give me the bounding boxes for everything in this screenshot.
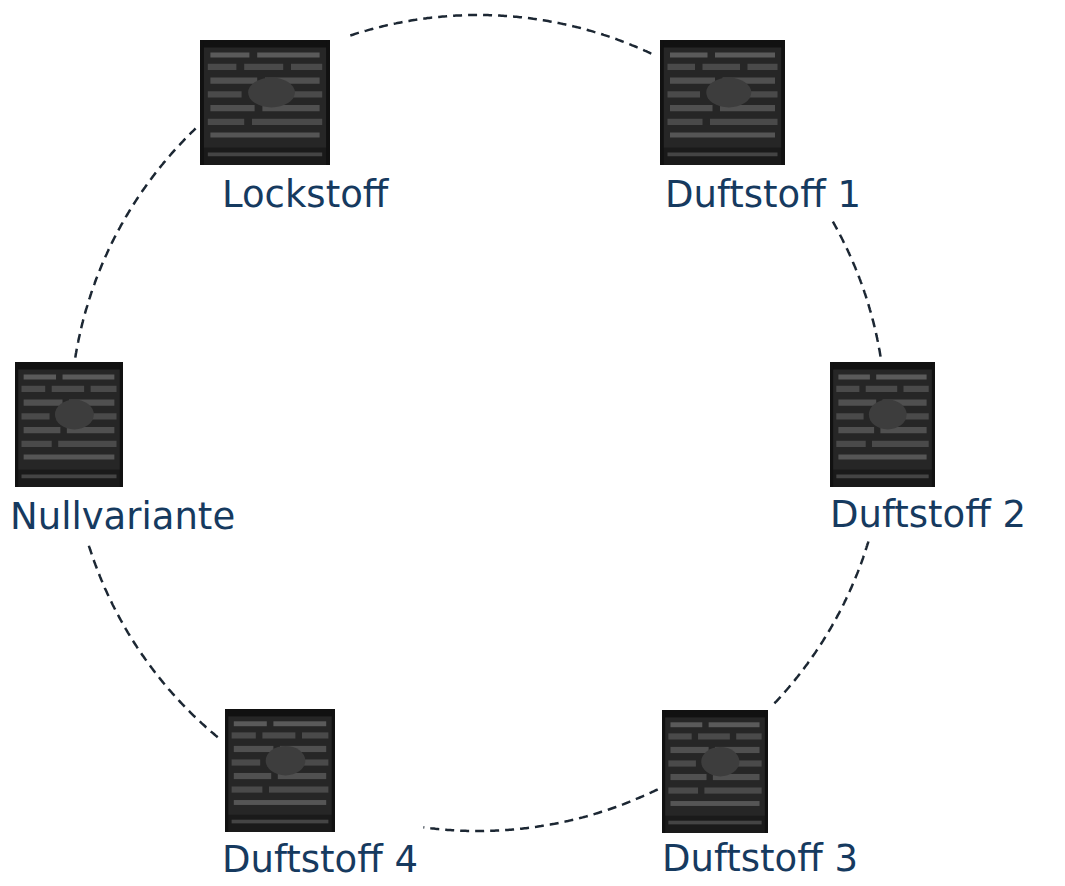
- trap-node: Lockstoff: [200, 40, 388, 217]
- trap-illustration: [200, 40, 330, 165]
- trap-label: Duftstoff 4: [222, 838, 418, 882]
- trap-illustration: [15, 362, 123, 487]
- trap-node: Duftstoff 3: [662, 710, 858, 881]
- trap-shape: [15, 362, 123, 487]
- trap-illustration: [660, 40, 785, 165]
- trap-label: Lockstoff: [222, 173, 388, 217]
- trap-label: Nullvariante: [10, 495, 235, 539]
- trap-illustration: [662, 710, 768, 833]
- trap-shape: [225, 709, 335, 832]
- trap-shape: [200, 40, 330, 165]
- dashed-connector: [350, 15, 655, 56]
- dashed-connector: [833, 222, 881, 357]
- trap-label: Duftstoff 2: [830, 493, 1026, 537]
- trap-node: Nullvariante: [10, 362, 235, 539]
- trap-node: Duftstoff 1: [660, 40, 861, 217]
- trap-shape: [662, 710, 768, 833]
- trap-label: Duftstoff 3: [662, 837, 858, 881]
- trap-node: Duftstoff 4: [222, 709, 418, 882]
- trap-shape: [830, 362, 935, 487]
- trap-illustration: [225, 709, 335, 832]
- dashed-connector: [75, 129, 195, 358]
- dashed-connector: [88, 544, 217, 737]
- trap-node: Duftstoff 2: [830, 362, 1026, 537]
- trap-shape: [660, 40, 785, 165]
- trap-illustration: [830, 362, 935, 487]
- dashed-connector: [773, 542, 869, 706]
- dashed-connector: [423, 789, 657, 831]
- trap-label: Duftstoff 1: [665, 173, 861, 217]
